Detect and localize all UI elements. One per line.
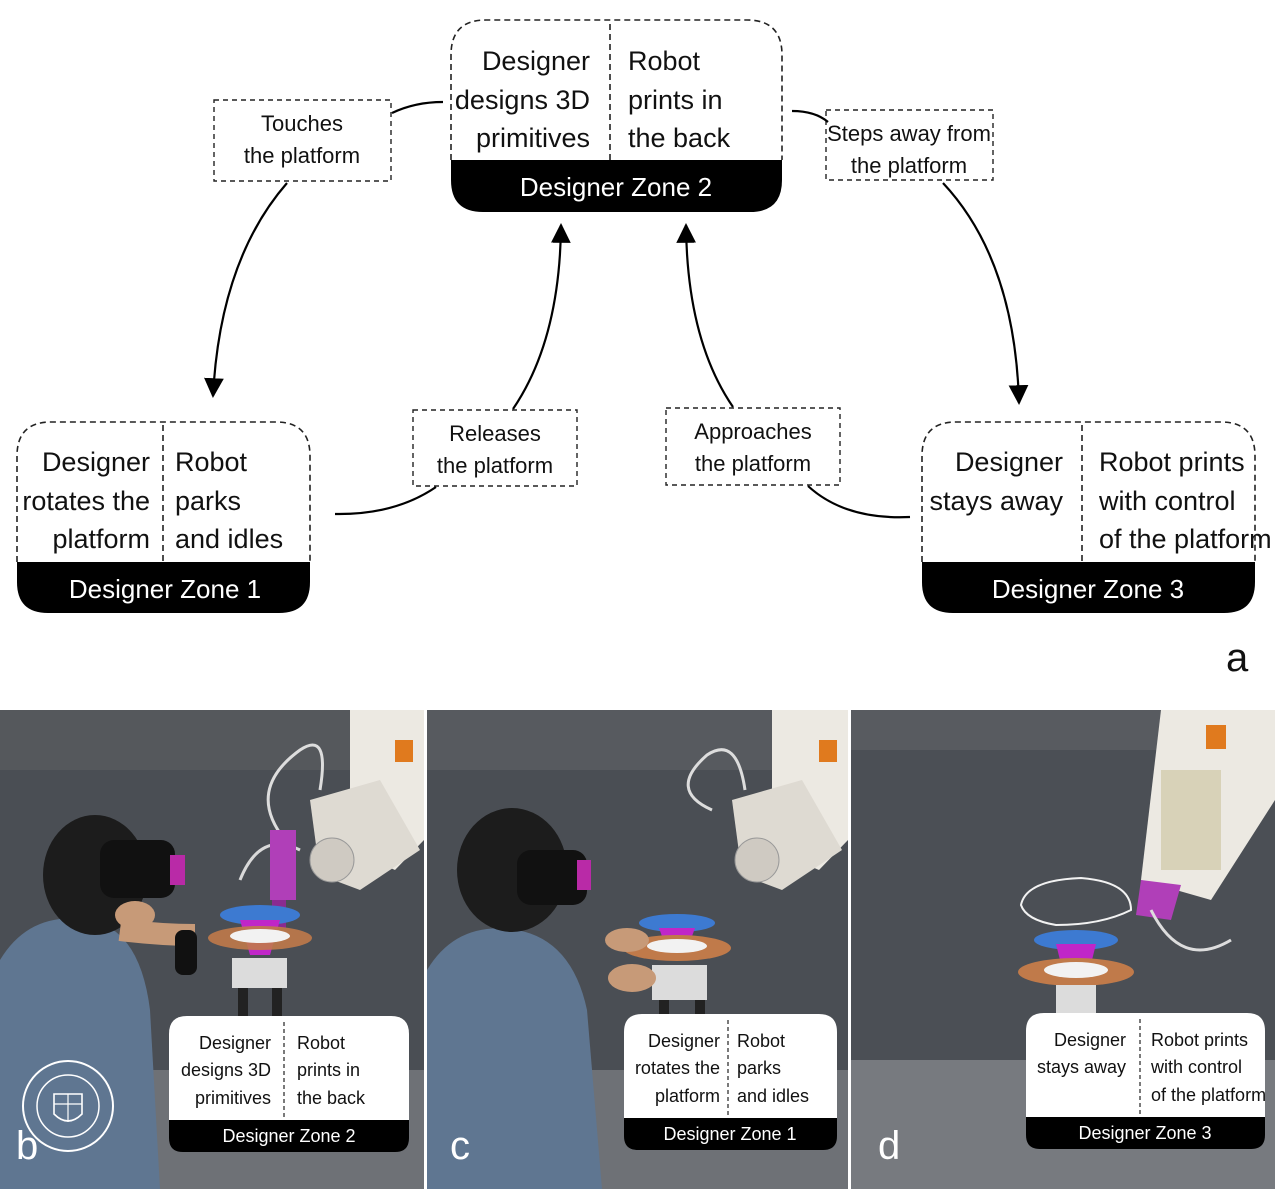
zone1-right-line-2: parks (175, 486, 241, 516)
photo-d-zone-card: Designer stays away Robot prints with co… (1026, 1013, 1265, 1149)
svg-text:the back: the back (297, 1088, 366, 1108)
svg-text:Releases: Releases (449, 421, 541, 446)
zone3-right-line-2: with control (1098, 486, 1236, 516)
svg-text:the platform: the platform (244, 143, 360, 168)
robot-arm (238, 710, 424, 928)
svg-text:Robot: Robot (297, 1033, 345, 1053)
svg-text:parks: parks (737, 1058, 781, 1078)
zone2-left-line-3: primitives (476, 123, 590, 153)
svg-text:Designer Zone 2: Designer Zone 2 (222, 1126, 355, 1146)
zone1-left-line-2: rotates the (22, 486, 150, 516)
photo-d: Designer stays away Robot prints with co… (851, 710, 1275, 1189)
svg-text:and idles: and idles (737, 1086, 809, 1106)
zone3-node: Designer stays away Robot prints with co… (921, 421, 1272, 613)
zone2-left-line-1: Designer (482, 46, 590, 76)
svg-text:Designer Zone 1: Designer Zone 1 (663, 1124, 796, 1144)
robot-arm (1136, 710, 1275, 952)
svg-text:Steps away from: Steps away from (827, 121, 991, 146)
svg-text:primitives: primitives (195, 1088, 271, 1108)
transition-touches-label: Touches the platform (213, 99, 392, 182)
zone3-left-line-1: Designer (955, 447, 1063, 477)
zone3-left-line-2: stays away (929, 486, 1063, 516)
photo-b-zone-card: Designer designs 3D primitives Robot pri… (169, 1016, 409, 1152)
svg-text:Designer: Designer (1054, 1030, 1126, 1050)
transition-approaches-label: Approaches the platform (665, 407, 841, 486)
cornell-seal-logo (22, 1060, 114, 1152)
arrow-zone1-to-zone2-start (334, 486, 437, 516)
panel-label-c: c (450, 1124, 470, 1168)
svg-text:the platform: the platform (695, 451, 811, 476)
zone2-title: Designer Zone 2 (520, 172, 712, 202)
arrow-zone2-to-zone1 (204, 182, 288, 398)
photo-b: Designer designs 3D primitives Robot pri… (0, 710, 424, 1189)
transition-steps-away-label: Steps away from the platform (825, 109, 994, 181)
zone2-left-line-2: designs 3D (455, 85, 590, 115)
state-diagram: Designer designs 3D primitives Robot pri… (16, 19, 1272, 613)
photo-c-zone-card: Designer rotates the platform Robot park… (624, 1014, 837, 1150)
arrow-zone2-to-zone3 (942, 182, 1029, 405)
arrow-zone2-to-zone3-start (791, 109, 829, 123)
panel-label-a: a (1226, 636, 1249, 680)
zone2-right-line-2: prints in (628, 85, 723, 115)
designer-person (427, 808, 656, 1189)
zone3-right-line-1: Robot prints (1099, 447, 1245, 477)
zone1-left-line-3: platform (52, 524, 150, 554)
svg-text:Approaches: Approaches (694, 419, 811, 444)
zone1-left-line-1: Designer (42, 447, 150, 477)
svg-text:rotates the: rotates the (635, 1058, 720, 1078)
svg-text:Robot: Robot (737, 1031, 785, 1051)
zone2-right-line-1: Robot (628, 46, 701, 76)
svg-text:Designer Zone 3: Designer Zone 3 (1078, 1123, 1211, 1143)
svg-text:Designer: Designer (199, 1033, 271, 1053)
arrow-zone3-to-zone2-start (807, 485, 911, 519)
zone3-title: Designer Zone 3 (992, 574, 1184, 604)
zone1-right-line-1: Robot (175, 447, 248, 477)
svg-text:platform: platform (655, 1086, 720, 1106)
panel-label-d: d (878, 1124, 901, 1168)
svg-text:of the platform: of the platform (1151, 1085, 1265, 1105)
robot-arm (686, 710, 848, 890)
svg-text:stays away: stays away (1037, 1057, 1126, 1077)
svg-text:with control: with control (1150, 1057, 1242, 1077)
arrow-zone3-to-zone2 (676, 223, 734, 408)
svg-text:Designer: Designer (648, 1031, 720, 1051)
zone1-right-line-3: and idles (175, 524, 283, 554)
zone1-node: Designer rotates the platform Robot park… (16, 421, 311, 613)
arrow-zone1-to-zone2 (512, 223, 571, 410)
svg-text:Robot prints: Robot prints (1151, 1030, 1248, 1050)
transition-releases-label: Releases the platform (412, 409, 578, 487)
svg-text:prints in: prints in (297, 1060, 360, 1080)
arrow-zone2-to-zone1-start (391, 100, 444, 114)
photo-c: Designer rotates the platform Robot park… (427, 710, 848, 1189)
svg-text:the platform: the platform (437, 453, 553, 478)
zone2-right-line-3: the back (628, 123, 731, 153)
print-platform (1018, 876, 1134, 1015)
svg-text:Touches: Touches (261, 111, 343, 136)
zone1-title: Designer Zone 1 (69, 574, 261, 604)
svg-text:the platform: the platform (851, 153, 967, 178)
svg-text:designs 3D: designs 3D (181, 1060, 271, 1080)
zone3-right-line-3: of the platform (1099, 524, 1272, 554)
designer-person (0, 815, 197, 1189)
zone2-node: Designer designs 3D primitives Robot pri… (450, 19, 783, 212)
